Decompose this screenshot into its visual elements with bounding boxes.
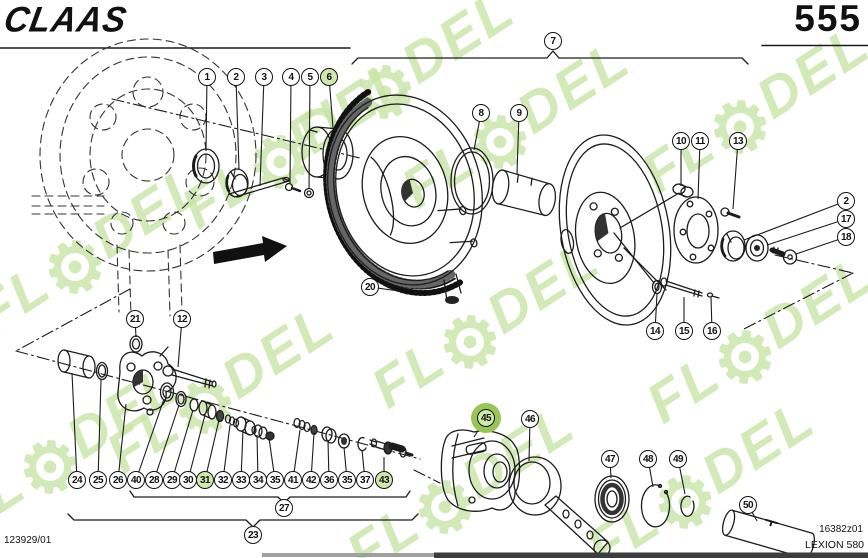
callout-33[interactable]: 33 xyxy=(232,471,250,489)
callout-10[interactable]: 10 xyxy=(672,132,690,150)
callout-24[interactable]: 24 xyxy=(68,471,86,489)
callout-2[interactable]: 2 xyxy=(227,68,245,86)
bracket-7 xyxy=(352,51,748,64)
callout-20[interactable]: 20 xyxy=(361,278,379,296)
part-9-sleeve xyxy=(490,169,559,217)
part-11-flange xyxy=(674,197,718,263)
part-43-spindle xyxy=(370,439,412,457)
callout-28[interactable]: 28 xyxy=(145,471,163,489)
small-parts-row xyxy=(161,383,367,451)
callout-13[interactable]: 13 xyxy=(729,132,747,150)
part-18-bolt xyxy=(772,247,797,264)
part-2b-bushing xyxy=(721,231,745,261)
callout-31[interactable]: 31 xyxy=(196,471,214,489)
callout-21[interactable]: 21 xyxy=(126,310,144,328)
callout-17[interactable]: 17 xyxy=(837,210,855,228)
callout-5[interactable]: 5 xyxy=(301,68,319,86)
part-4-screw xyxy=(286,184,301,192)
machine-ghost-sketch xyxy=(32,39,256,316)
direction-arrow xyxy=(213,236,287,264)
part-46-ring-arm xyxy=(509,457,610,556)
part-25-ring xyxy=(97,363,108,380)
callout-8[interactable]: 8 xyxy=(472,104,490,122)
callout-4[interactable]: 4 xyxy=(282,68,300,86)
callout-30[interactable]: 30 xyxy=(179,471,197,489)
callout-49[interactable]: 49 xyxy=(669,450,687,468)
callout-32[interactable]: 32 xyxy=(214,471,232,489)
callout-23[interactable]: 23 xyxy=(244,526,262,544)
callout-18[interactable]: 18 xyxy=(837,228,855,246)
callout-46[interactable]: 46 xyxy=(521,410,539,428)
callout-1[interactable]: 1 xyxy=(198,68,216,86)
callout-40[interactable]: 40 xyxy=(127,471,145,489)
callout-50[interactable]: 50 xyxy=(739,496,757,514)
callout-34[interactable]: 34 xyxy=(249,471,267,489)
claas-logo: CLAAS xyxy=(0,0,131,40)
part-15-bolt xyxy=(661,278,702,297)
callout-41[interactable]: 41 xyxy=(284,471,302,489)
callout-6[interactable]: 6 xyxy=(320,68,338,86)
callout-36[interactable]: 36 xyxy=(320,471,338,489)
page-number: 555 xyxy=(794,0,862,39)
part-47-bearing xyxy=(595,476,629,522)
part-16-pin xyxy=(708,293,720,298)
callout-47[interactable]: 47 xyxy=(601,450,619,468)
callout-43[interactable]: 43 xyxy=(375,471,393,489)
callout-11[interactable]: 11 xyxy=(691,132,709,150)
callout-12[interactable]: 12 xyxy=(173,310,191,328)
part-49-ring xyxy=(681,496,694,516)
pulley-disc xyxy=(544,126,685,334)
part-26-flange-plate xyxy=(118,347,176,415)
callout-3[interactable]: 3 xyxy=(255,68,273,86)
part-12-bolt xyxy=(163,366,216,388)
callout-2-2[interactable]: 2 xyxy=(837,192,855,210)
part-13-bolt xyxy=(721,208,739,217)
belt-tail xyxy=(444,274,461,304)
callout-25[interactable]: 25 xyxy=(89,471,107,489)
part-48-snapring xyxy=(641,485,669,527)
part-3-key xyxy=(229,178,289,198)
variator-pulley xyxy=(305,71,505,312)
callout-9[interactable]: 9 xyxy=(510,104,528,122)
callout-27[interactable]: 27 xyxy=(275,499,293,517)
callout-35[interactable]: 35 xyxy=(266,471,284,489)
callout-42[interactable]: 42 xyxy=(302,471,320,489)
model-label: LEXION 580 xyxy=(805,539,864,551)
part-24-cylinder xyxy=(58,350,95,378)
callout-16[interactable]: 16 xyxy=(703,322,721,340)
callout-37[interactable]: 37 xyxy=(356,471,374,489)
callout-14[interactable]: 14 xyxy=(646,322,664,340)
part-10-nut xyxy=(673,184,693,197)
drawing-number: 16382z01 xyxy=(819,524,863,535)
callout-48[interactable]: 48 xyxy=(639,450,657,468)
callout-26[interactable]: 26 xyxy=(109,471,127,489)
document-number: 123929/01 xyxy=(4,535,52,546)
callout-7[interactable]: 7 xyxy=(544,32,562,50)
callout-15[interactable]: 15 xyxy=(675,322,693,340)
callout-35-2[interactable]: 35 xyxy=(338,471,356,489)
callout-45[interactable]: 45 xyxy=(477,409,495,427)
